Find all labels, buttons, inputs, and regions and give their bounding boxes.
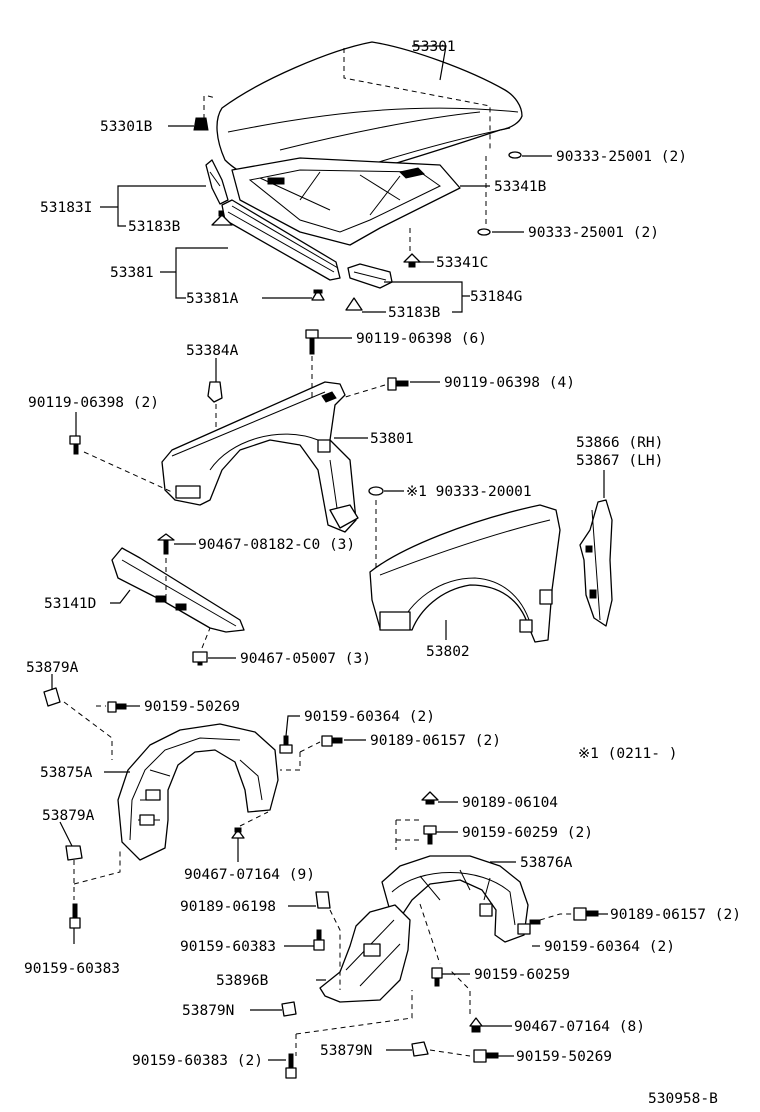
label-90159-50269-top: 90159-50269	[144, 699, 240, 715]
front-fender-53802	[369, 504, 561, 643]
label-90333-25001-a: 90333-25001 (2)	[556, 149, 687, 165]
bolt-90119-06398-4	[387, 377, 409, 391]
label-53301: 53301	[412, 39, 456, 55]
clip-90467-07164-8	[469, 1017, 483, 1033]
clip-90467-07164-9	[231, 827, 245, 839]
label-53384A: 53384A	[186, 343, 239, 359]
bracket-53384A	[207, 381, 223, 403]
label-90159-60383-left: 90159-60383	[24, 961, 120, 977]
label-53867: 53867 (LH)	[576, 453, 663, 469]
note-text: ※1 (0211- )	[578, 746, 677, 762]
label-90467-05007: 90467-05007 (3)	[240, 651, 371, 667]
label-53184G: 53184G	[470, 289, 522, 305]
label-90467-07164-9: 90467-07164 (9)	[184, 867, 315, 883]
label-53876A: 53876A	[520, 855, 573, 871]
label-90189-06198: 90189-06198	[180, 899, 276, 915]
screw-90159-60383-2	[285, 1053, 297, 1079]
cushion-90333-25001-a	[508, 151, 522, 159]
screw-90159-60364-top	[279, 735, 293, 754]
label-90467-08182: 90467-08182-C0 (3)	[198, 537, 355, 553]
screw-90159-60364-bot	[517, 919, 541, 935]
label-53381: 53381	[110, 265, 154, 281]
clip-53879N-a	[281, 1001, 297, 1017]
bolt-90119-06398-6	[305, 329, 319, 355]
label-90159-60364-top: 90159-60364 (2)	[304, 709, 435, 725]
label-90189-06157-bot: 90189-06157 (2)	[610, 907, 741, 923]
label-90159-60383-mid: 90159-60383	[180, 939, 276, 955]
screw-90159-60259	[431, 967, 443, 987]
lower-cover-53896B	[319, 904, 411, 1003]
cushion-90333-25001-b	[477, 228, 491, 236]
label-90119-06398-4: 90119-06398 (4)	[444, 375, 575, 391]
screw-90159-50269-bot	[473, 1049, 499, 1063]
label-90333-25001-b: 90333-25001 (2)	[528, 225, 659, 241]
splash-shield-53141D	[111, 547, 245, 633]
label-53896B: 53896B	[216, 973, 269, 989]
screw-90159-60383-mid	[313, 929, 325, 951]
clip-90467-08182	[157, 533, 175, 555]
clip-53879A-mid	[65, 845, 83, 861]
clip-53341C	[403, 253, 421, 268]
label-90159-60259-2: 90159-60259 (2)	[462, 825, 593, 841]
screw-90159-50269-top	[107, 701, 127, 713]
fender-apron-53801	[161, 381, 359, 533]
label-53879A-mid: 53879A	[42, 808, 95, 824]
label-90189-06157-top: 90189-06157 (2)	[370, 733, 501, 749]
label-53879A-top: 53879A	[26, 660, 79, 676]
bumper-stop-53301B	[193, 117, 209, 131]
clip-90189-06104	[421, 791, 439, 805]
diagram-id: 530958-B	[648, 1091, 718, 1107]
clip-90467-05007	[192, 651, 208, 666]
label-53341C: 53341C	[436, 255, 488, 271]
leader-lines	[51, 45, 608, 1061]
label-53183B-mid: 53183B	[388, 305, 441, 321]
label-90119-06398-6: 90119-06398 (6)	[356, 331, 487, 347]
hood-insulator-53341B	[231, 157, 461, 246]
hood-bracket-53184G	[347, 263, 393, 289]
label-53801: 53801	[370, 431, 414, 447]
label-53866: 53866 (RH)	[576, 435, 663, 451]
label-90333-20001: ※1 90333-20001	[406, 484, 532, 500]
part-labels: 53301 53301B 90333-25001 (2) 53183I 5334…	[24, 39, 741, 1107]
clip-53879N-b	[411, 1041, 429, 1057]
bolt-90119-06398-2	[69, 435, 81, 455]
label-90159-60364-bot: 90159-60364 (2)	[544, 939, 675, 955]
label-90159-60383-2: 90159-60383 (2)	[132, 1053, 263, 1069]
screw-90159-60259-2	[423, 825, 437, 845]
label-90189-06104: 90189-06104	[462, 795, 558, 811]
label-53802: 53802	[426, 644, 470, 660]
fender-seal-53866-53867	[579, 499, 613, 627]
label-53301B: 53301B	[100, 119, 153, 135]
label-90467-07164-8: 90467-07164 (8)	[514, 1019, 645, 1035]
fender-liner-53876A	[381, 855, 529, 943]
clip-53381A	[311, 289, 325, 301]
label-53183I: 53183I	[40, 200, 92, 216]
clip-90189-06198	[315, 891, 331, 909]
clip-53183B-mid	[345, 297, 363, 311]
label-90159-60259: 90159-60259	[474, 967, 570, 983]
label-53879N-a: 53879N	[182, 1003, 234, 1019]
label-53875A: 53875A	[40, 765, 93, 781]
screw-90189-06157-top	[321, 735, 343, 747]
screw-90189-06157-bot	[573, 907, 599, 921]
label-90119-06398-2: 90119-06398 (2)	[28, 395, 159, 411]
fender-liner-53875A	[117, 723, 279, 861]
cushion-90333-20001	[368, 486, 384, 496]
hood-hinge-bracket-53183I	[205, 159, 229, 205]
screw-90159-60383-left	[69, 903, 81, 929]
clip-53183B-top	[211, 210, 233, 226]
label-90159-50269-bot: 90159-50269	[516, 1049, 612, 1065]
label-53341B: 53341B	[494, 179, 547, 195]
clip-53879A-top	[43, 687, 61, 707]
label-53141D: 53141D	[44, 596, 96, 612]
label-53183B-top: 53183B	[128, 219, 181, 235]
label-53879N-b: 53879N	[320, 1043, 372, 1059]
label-53381A: 53381A	[186, 291, 239, 307]
